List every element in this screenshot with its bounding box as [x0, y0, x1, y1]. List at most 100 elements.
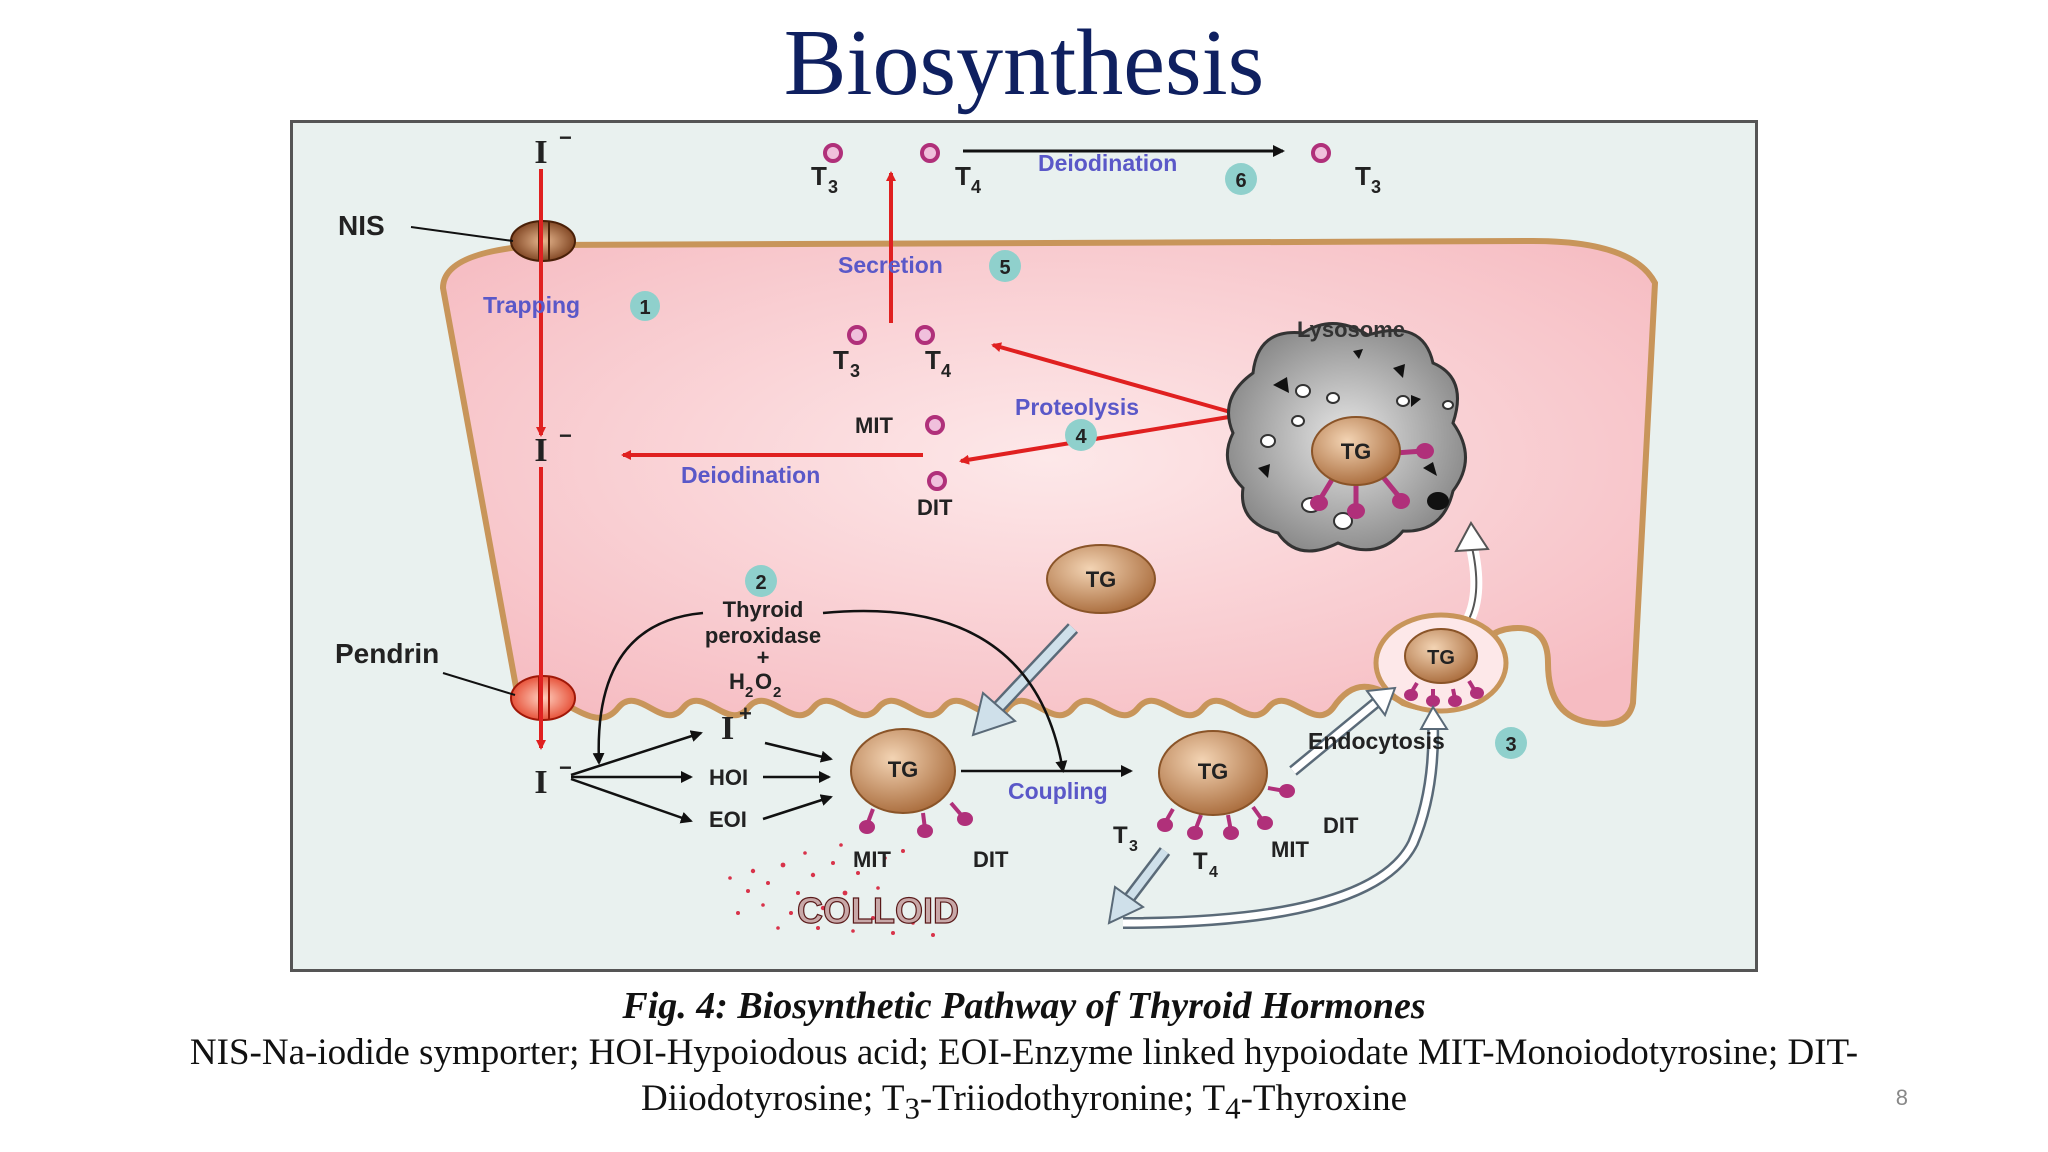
iodide-bottom: I − — [534, 755, 571, 801]
iodinated-tg — [850, 728, 973, 838]
coupled-t3-label: T 3 — [1113, 822, 1138, 855]
svg-text:2: 2 — [773, 684, 781, 701]
peroxidase-left-arc — [592, 611, 704, 765]
svg-text:I: I — [721, 710, 734, 747]
legend-text-1: NIS-Na-iodide symporter; HOI-Hypoiodous … — [189, 1032, 1859, 1073]
iodide-to-eoi-arrow — [570, 777, 693, 824]
free-mit-label: MIT — [855, 413, 893, 438]
proteolysis-arrow-mitdit — [959, 413, 1242, 465]
svg-text:T: T — [1193, 848, 1208, 875]
coupling-label: Coupling — [1008, 778, 1108, 804]
colloid-label: COLLOID — [797, 890, 959, 931]
step-2-number: 2 — [755, 572, 766, 594]
step-5-number: 5 — [999, 257, 1010, 279]
secreted-t3-label: T 3 — [811, 161, 838, 197]
deiodination-label: Deiodination — [1038, 150, 1177, 176]
legend-text-3: -Triiodothyronine; T — [919, 1078, 1226, 1119]
thyroid-peroxidase-plus: + — [757, 645, 770, 670]
svg-text:3: 3 — [850, 361, 860, 381]
peripheral-t3-label: T 3 — [1355, 161, 1381, 197]
coupled-mit-label: MIT — [1271, 837, 1309, 862]
tg-dit-label: DIT — [973, 847, 1009, 872]
endocytic-vesicle — [1373, 612, 1509, 714]
free-dit-dot — [927, 471, 947, 491]
svg-text:−: − — [559, 125, 572, 150]
inner-deiodination-label: Deiodination — [681, 462, 820, 488]
pendrin-label: Pendrin — [335, 638, 439, 669]
lysosome-tg — [1310, 416, 1434, 519]
svg-text:I: I — [534, 432, 547, 469]
iodide-middle: I − — [534, 423, 571, 469]
peripheral-t3-dot — [1311, 143, 1331, 163]
tg-exocytosis-arrow — [971, 623, 1079, 737]
svg-text:3: 3 — [828, 177, 838, 197]
tg-to-vesicle-arrow — [1289, 686, 1397, 776]
step-3-number: 3 — [1505, 734, 1516, 756]
coupled-t4-label: T 4 — [1193, 848, 1218, 881]
legend-sub-3: 3 — [904, 1091, 920, 1126]
svg-text:I: I — [534, 764, 547, 801]
iodinated-tg-label: TG — [888, 757, 919, 782]
colloid-particles — [728, 843, 935, 937]
coupled-tg — [1157, 730, 1295, 840]
cell-t4-label: T 4 — [925, 345, 951, 381]
cell-t4-dot — [915, 325, 935, 345]
iodide-to-iplus-arrow — [570, 730, 703, 777]
step-2-badge — [745, 565, 777, 597]
pathway-diagram: COLLOID NIS Pendrin I − I − I − Trapping… — [335, 125, 1659, 937]
svg-text:4: 4 — [941, 361, 951, 381]
cell-t3-dot — [847, 325, 867, 345]
thyroid-pathway-figure: COLLOID NIS Pendrin I − I − I − Trapping… — [290, 120, 1758, 972]
step-6-number: 6 — [1235, 170, 1246, 192]
step-4-number: 4 — [1075, 426, 1087, 448]
legend-sub-4: 4 — [1225, 1091, 1241, 1126]
nis-leader-line — [410, 226, 514, 242]
svg-text:−: − — [559, 423, 572, 448]
thyroid-peroxidase-line2: peroxidase — [705, 623, 821, 648]
step-1-number: 1 — [639, 297, 650, 319]
proteolysis-label: Proteolysis — [1015, 394, 1139, 420]
svg-text:T: T — [833, 345, 849, 375]
svg-text:O: O — [755, 669, 772, 694]
tg-to-colloid-arrow — [1107, 847, 1171, 925]
legend-text-2: Diiodotyrosine; T — [640, 1078, 905, 1119]
step-3-badge — [1495, 727, 1527, 759]
cell-t3-label: T 3 — [833, 345, 860, 381]
trapping-label: Trapping — [483, 292, 580, 318]
lysosome-tg-label: TG — [1341, 439, 1372, 464]
secreted-t4-dot — [920, 143, 940, 163]
svg-text:−: − — [559, 755, 572, 780]
iodide-top: I − — [534, 125, 571, 171]
svg-text:H: H — [729, 669, 745, 694]
figure-caption-legend: NIS-Na-iodide symporter; HOI-Hypoiodous … — [150, 1030, 1898, 1131]
coupled-dit-label: DIT — [1323, 813, 1359, 838]
step-4-badge — [1065, 419, 1097, 451]
svg-text:I: I — [534, 134, 547, 171]
svg-text:3: 3 — [1371, 177, 1381, 197]
secreted-t4-label: T 4 — [955, 161, 981, 197]
svg-text:T: T — [811, 161, 827, 191]
iodine-plus-label: I + — [721, 701, 752, 747]
hoi-label: HOI — [709, 765, 748, 790]
h2o2-label: H 2 O 2 — [729, 669, 781, 701]
proteolysis-arrow-t3t4 — [991, 342, 1242, 417]
svg-text:T: T — [1113, 822, 1128, 849]
thyroid-peroxidase-line1: Thyroid — [723, 597, 804, 622]
lysosome-label: Lysosome — [1297, 317, 1405, 342]
svg-text:2: 2 — [745, 684, 753, 701]
vesicle-to-lysosome-arrow — [1467, 542, 1478, 622]
vesicle-tg-label: TG — [1427, 647, 1455, 669]
tg-mit-label: MIT — [853, 847, 891, 872]
secretion-label: Secretion — [838, 252, 943, 278]
slide-title: Biosynthesis — [783, 11, 1265, 115]
svg-text:T: T — [925, 345, 941, 375]
endocytosis-label: Endocytosis — [1308, 728, 1445, 754]
eoi-label: EOI — [709, 807, 747, 832]
step-1-badge — [630, 291, 660, 321]
secreted-t3-dot — [823, 143, 843, 163]
cytoplasmic-tg — [1046, 544, 1156, 614]
peroxidase-right-arc — [822, 609, 1068, 773]
svg-text:T: T — [955, 161, 971, 191]
free-dit-label: DIT — [917, 495, 953, 520]
nis-label: NIS — [338, 210, 385, 241]
